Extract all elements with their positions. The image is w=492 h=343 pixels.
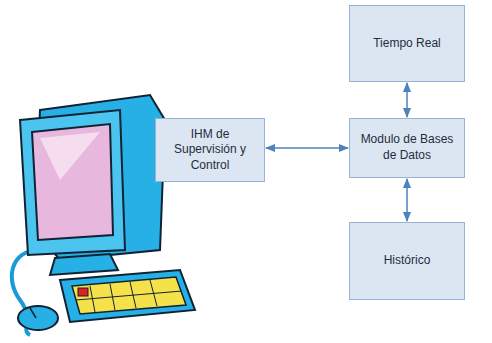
connector-arrow xyxy=(406,83,408,117)
monitor-bezel xyxy=(20,110,125,255)
box-label: Tiempo Real xyxy=(373,36,441,52)
process-box: Histórico xyxy=(349,222,465,300)
process-box: IHM de Supervisión y Control xyxy=(155,118,265,182)
keyboard-keys xyxy=(72,277,186,314)
connector-arrow xyxy=(266,147,348,149)
screen-glare xyxy=(40,132,100,180)
monitor-screen xyxy=(32,124,113,240)
process-box: Tiempo Real xyxy=(349,5,465,82)
mouse xyxy=(18,306,58,330)
mouse-button xyxy=(30,308,36,318)
key-lines xyxy=(76,280,182,312)
box-label: IHM de Supervisión y Control xyxy=(164,127,256,174)
red-key xyxy=(78,288,88,296)
monitor-stand xyxy=(50,254,118,275)
process-box: Modulo de Bases de Datos xyxy=(349,118,465,178)
connector-arrow xyxy=(406,179,408,221)
keyboard-base xyxy=(60,270,195,322)
box-label: Modulo de Bases de Datos xyxy=(358,132,456,163)
box-label: Histórico xyxy=(384,253,431,269)
